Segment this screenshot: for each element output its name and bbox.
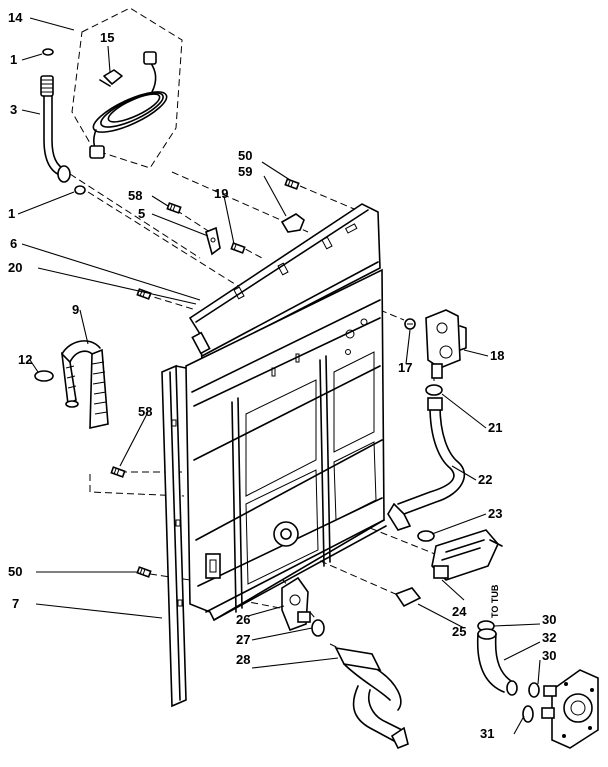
clip (280, 213, 305, 233)
callout-59: 59 (238, 164, 252, 179)
hose-clamp (34, 370, 54, 382)
callout-24: 24 (452, 604, 467, 619)
callout-32: 32 (542, 630, 556, 645)
hose-plug (394, 587, 422, 608)
washer-top (42, 48, 54, 56)
callout-6: 6 (10, 236, 17, 251)
callout-7: 7 (12, 596, 19, 611)
strain-relief (99, 69, 123, 87)
callout-3: 3 (10, 102, 17, 117)
callout-18: 18 (490, 348, 504, 363)
callout-58-top: 58 (128, 188, 142, 203)
fill-hose (387, 397, 466, 531)
clamp-31 (522, 705, 534, 723)
callout-23: 23 (488, 506, 502, 521)
callout-14: 14 (8, 10, 23, 25)
callout-30-top: 30 (542, 612, 556, 627)
pump-clamp (311, 619, 325, 637)
fill-hose-washer (425, 384, 443, 396)
callout-9: 9 (72, 302, 79, 317)
callout-12: 12 (18, 352, 32, 367)
callout-27: 27 (236, 632, 250, 647)
water-valve (425, 309, 467, 379)
pump-hose (334, 646, 409, 750)
callout-20: 20 (8, 260, 22, 275)
callout-19: 19 (214, 186, 228, 201)
pressure-switch-assembly (431, 529, 503, 581)
hose-clamp-lower (528, 682, 540, 698)
callout-21: 21 (488, 420, 502, 435)
callout-31: 31 (480, 726, 494, 741)
drain-hose (60, 340, 109, 430)
inlet-hose-fitting (40, 75, 71, 183)
pump-housing (541, 669, 599, 749)
drain-pump (281, 576, 311, 632)
valve-screw (404, 318, 416, 330)
callout-30-lower: 30 (542, 648, 556, 663)
to-tub-annotation: TO TUB (490, 584, 500, 618)
callout-1-top: 1 (10, 52, 17, 67)
callout-22: 22 (478, 472, 492, 487)
screws (110, 178, 300, 578)
cord-group-outline (71, 7, 183, 169)
callout-50-top: 50 (238, 148, 252, 163)
callout-26: 26 (236, 612, 250, 627)
power-cord (89, 51, 168, 159)
rear-panel (185, 203, 387, 622)
inlet-washer (417, 530, 435, 542)
hose-clip-bracket (205, 226, 221, 256)
leader-lines (17, 17, 541, 735)
tub-hose (476, 628, 518, 696)
callouts: 14 15 1 3 1 50 59 58 19 5 6 20 9 12 17 1… (8, 10, 556, 741)
callout-58-mid: 58 (138, 404, 152, 419)
callout-50-lower: 50 (8, 564, 22, 579)
callout-1-lower: 1 (8, 206, 15, 221)
callout-17: 17 (398, 360, 412, 375)
callout-28: 28 (236, 652, 250, 667)
washer-lower (74, 185, 86, 195)
callout-5: 5 (138, 206, 145, 221)
callout-15: 15 (100, 30, 114, 45)
side-rail (161, 364, 187, 708)
callout-25: 25 (452, 624, 466, 639)
